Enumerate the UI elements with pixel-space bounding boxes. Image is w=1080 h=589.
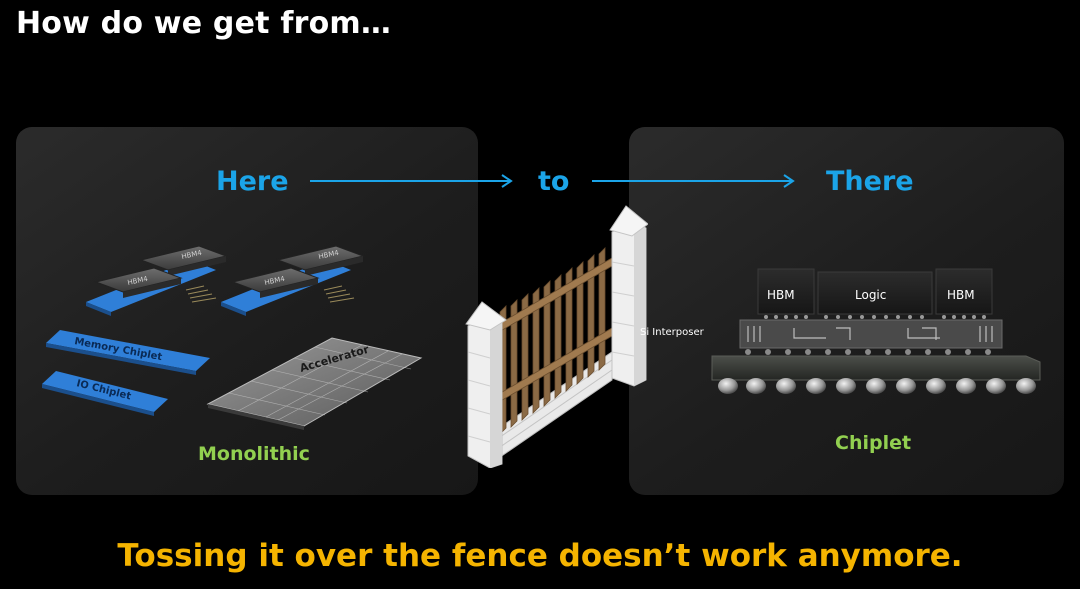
accelerator-die: Accelerator (206, 337, 423, 430)
hbm-left-label: HBM (767, 288, 795, 302)
hbm-stack-group-2: HBM4 HBM4 (221, 245, 365, 316)
hbm-chip: HBM4 (231, 267, 320, 298)
right-arrow-icon (310, 174, 513, 188)
hbm-stack-group-1: HBM4 HBM4 (86, 245, 228, 316)
package-substrate (711, 355, 1041, 381)
io-chiplet: IO Chiplet (42, 371, 168, 416)
monolithic-illustration: HBM4 HBM4 HBM4 HBM4 (42, 245, 423, 430)
si-interposer-label: Si Interposer (640, 327, 704, 338)
si-interposer (739, 319, 1003, 349)
monolithic-caption: Monolithic (198, 443, 310, 465)
hbm-chip: HBM4 (276, 245, 365, 276)
right-arrow-icon (592, 174, 795, 188)
there-label: There (826, 166, 914, 197)
hbm-chip: HBM4 (139, 245, 228, 276)
chiplet-illustration: HBM Logic HBM (711, 268, 1041, 394)
solder-balls (718, 378, 1036, 394)
hbm-chip: HBM4 (94, 267, 183, 298)
tagline: Tossing it over the fence doesn’t work a… (117, 538, 963, 574)
logic-die: Logic (817, 271, 933, 315)
memory-chiplet: Memory Chiplet (46, 330, 210, 375)
chiplet-caption: Chiplet (835, 432, 912, 454)
logic-label: Logic (855, 288, 886, 302)
hbm-right-label: HBM (947, 288, 975, 302)
here-label: Here (216, 166, 289, 197)
slide-title: How do we get from… (16, 6, 392, 41)
micro-bumps (764, 315, 986, 319)
to-label: to (538, 166, 570, 197)
fence-illustration (465, 205, 648, 468)
hbm-die: HBM (757, 268, 815, 315)
hbm-die: HBM (935, 268, 993, 315)
